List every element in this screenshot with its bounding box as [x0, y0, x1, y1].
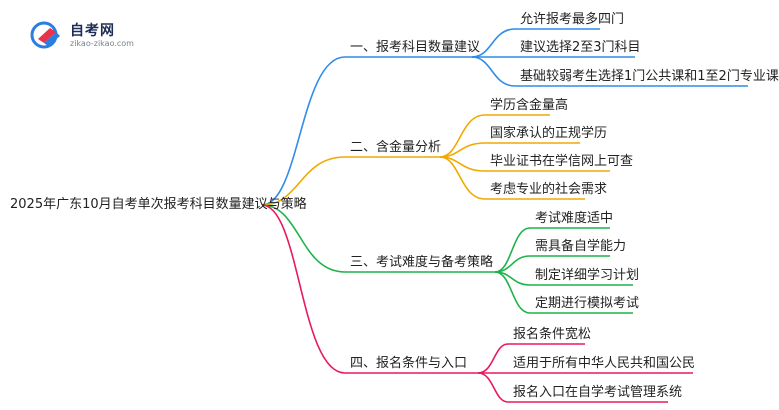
branch-1-child-3: 基础较弱考生选择1门公共课和1至2门专业课: [520, 69, 779, 84]
branch-4-connectors: [261, 204, 693, 403]
branch-2-label: 二、含金量分析: [350, 140, 442, 155]
branch-1-connectors: [261, 28, 748, 206]
branch-4-child-3: 报名入口在自学考试管理系统: [513, 385, 683, 400]
root-node: 2025年广东10月自考单次报考科目数量建议与策略: [10, 197, 307, 212]
branch-4-child-1: 报名条件宽松: [513, 327, 592, 342]
branch-1-label: 一、报考科目数量建议: [350, 40, 481, 55]
logo-name: 自考网: [70, 23, 115, 39]
branch-3-child-3: 制定详细学习计划: [535, 268, 640, 283]
branch-2-child-4: 考虑专业的社会需求: [490, 182, 608, 197]
branch-3-child-4: 定期进行模拟考试: [535, 296, 640, 311]
branch-3-child-1: 考试难度适中: [535, 211, 614, 226]
mindmap-connectors: [261, 28, 748, 403]
branch-2-child-2: 国家承认的正规学历: [490, 126, 608, 141]
branch-3-child-2: 需具备自学能力: [535, 239, 627, 254]
branch-4-label: 四、报名条件与入口: [350, 356, 468, 371]
branch-2-child-1: 学历含金量高: [490, 98, 569, 113]
branch-3-label: 三、考试难度与备考策略: [350, 255, 494, 270]
branch-1-child-2: 建议选择2至3门科目: [520, 40, 641, 55]
site-logo: 自考网 zikao-zikao.com: [30, 20, 160, 52]
branch-4-child-2: 适用于所有中华人民共和国公民: [513, 356, 696, 371]
logo-url: zikao-zikao.com: [70, 39, 134, 48]
branch-3-connectors: [261, 204, 633, 314]
branch-2-child-3: 毕业证书在学信网上可查: [490, 154, 634, 169]
branch-2-connectors: [261, 114, 610, 206]
branch-1-child-1: 允许报考最多四门: [520, 12, 625, 27]
logo-mark-icon: [30, 21, 60, 49]
